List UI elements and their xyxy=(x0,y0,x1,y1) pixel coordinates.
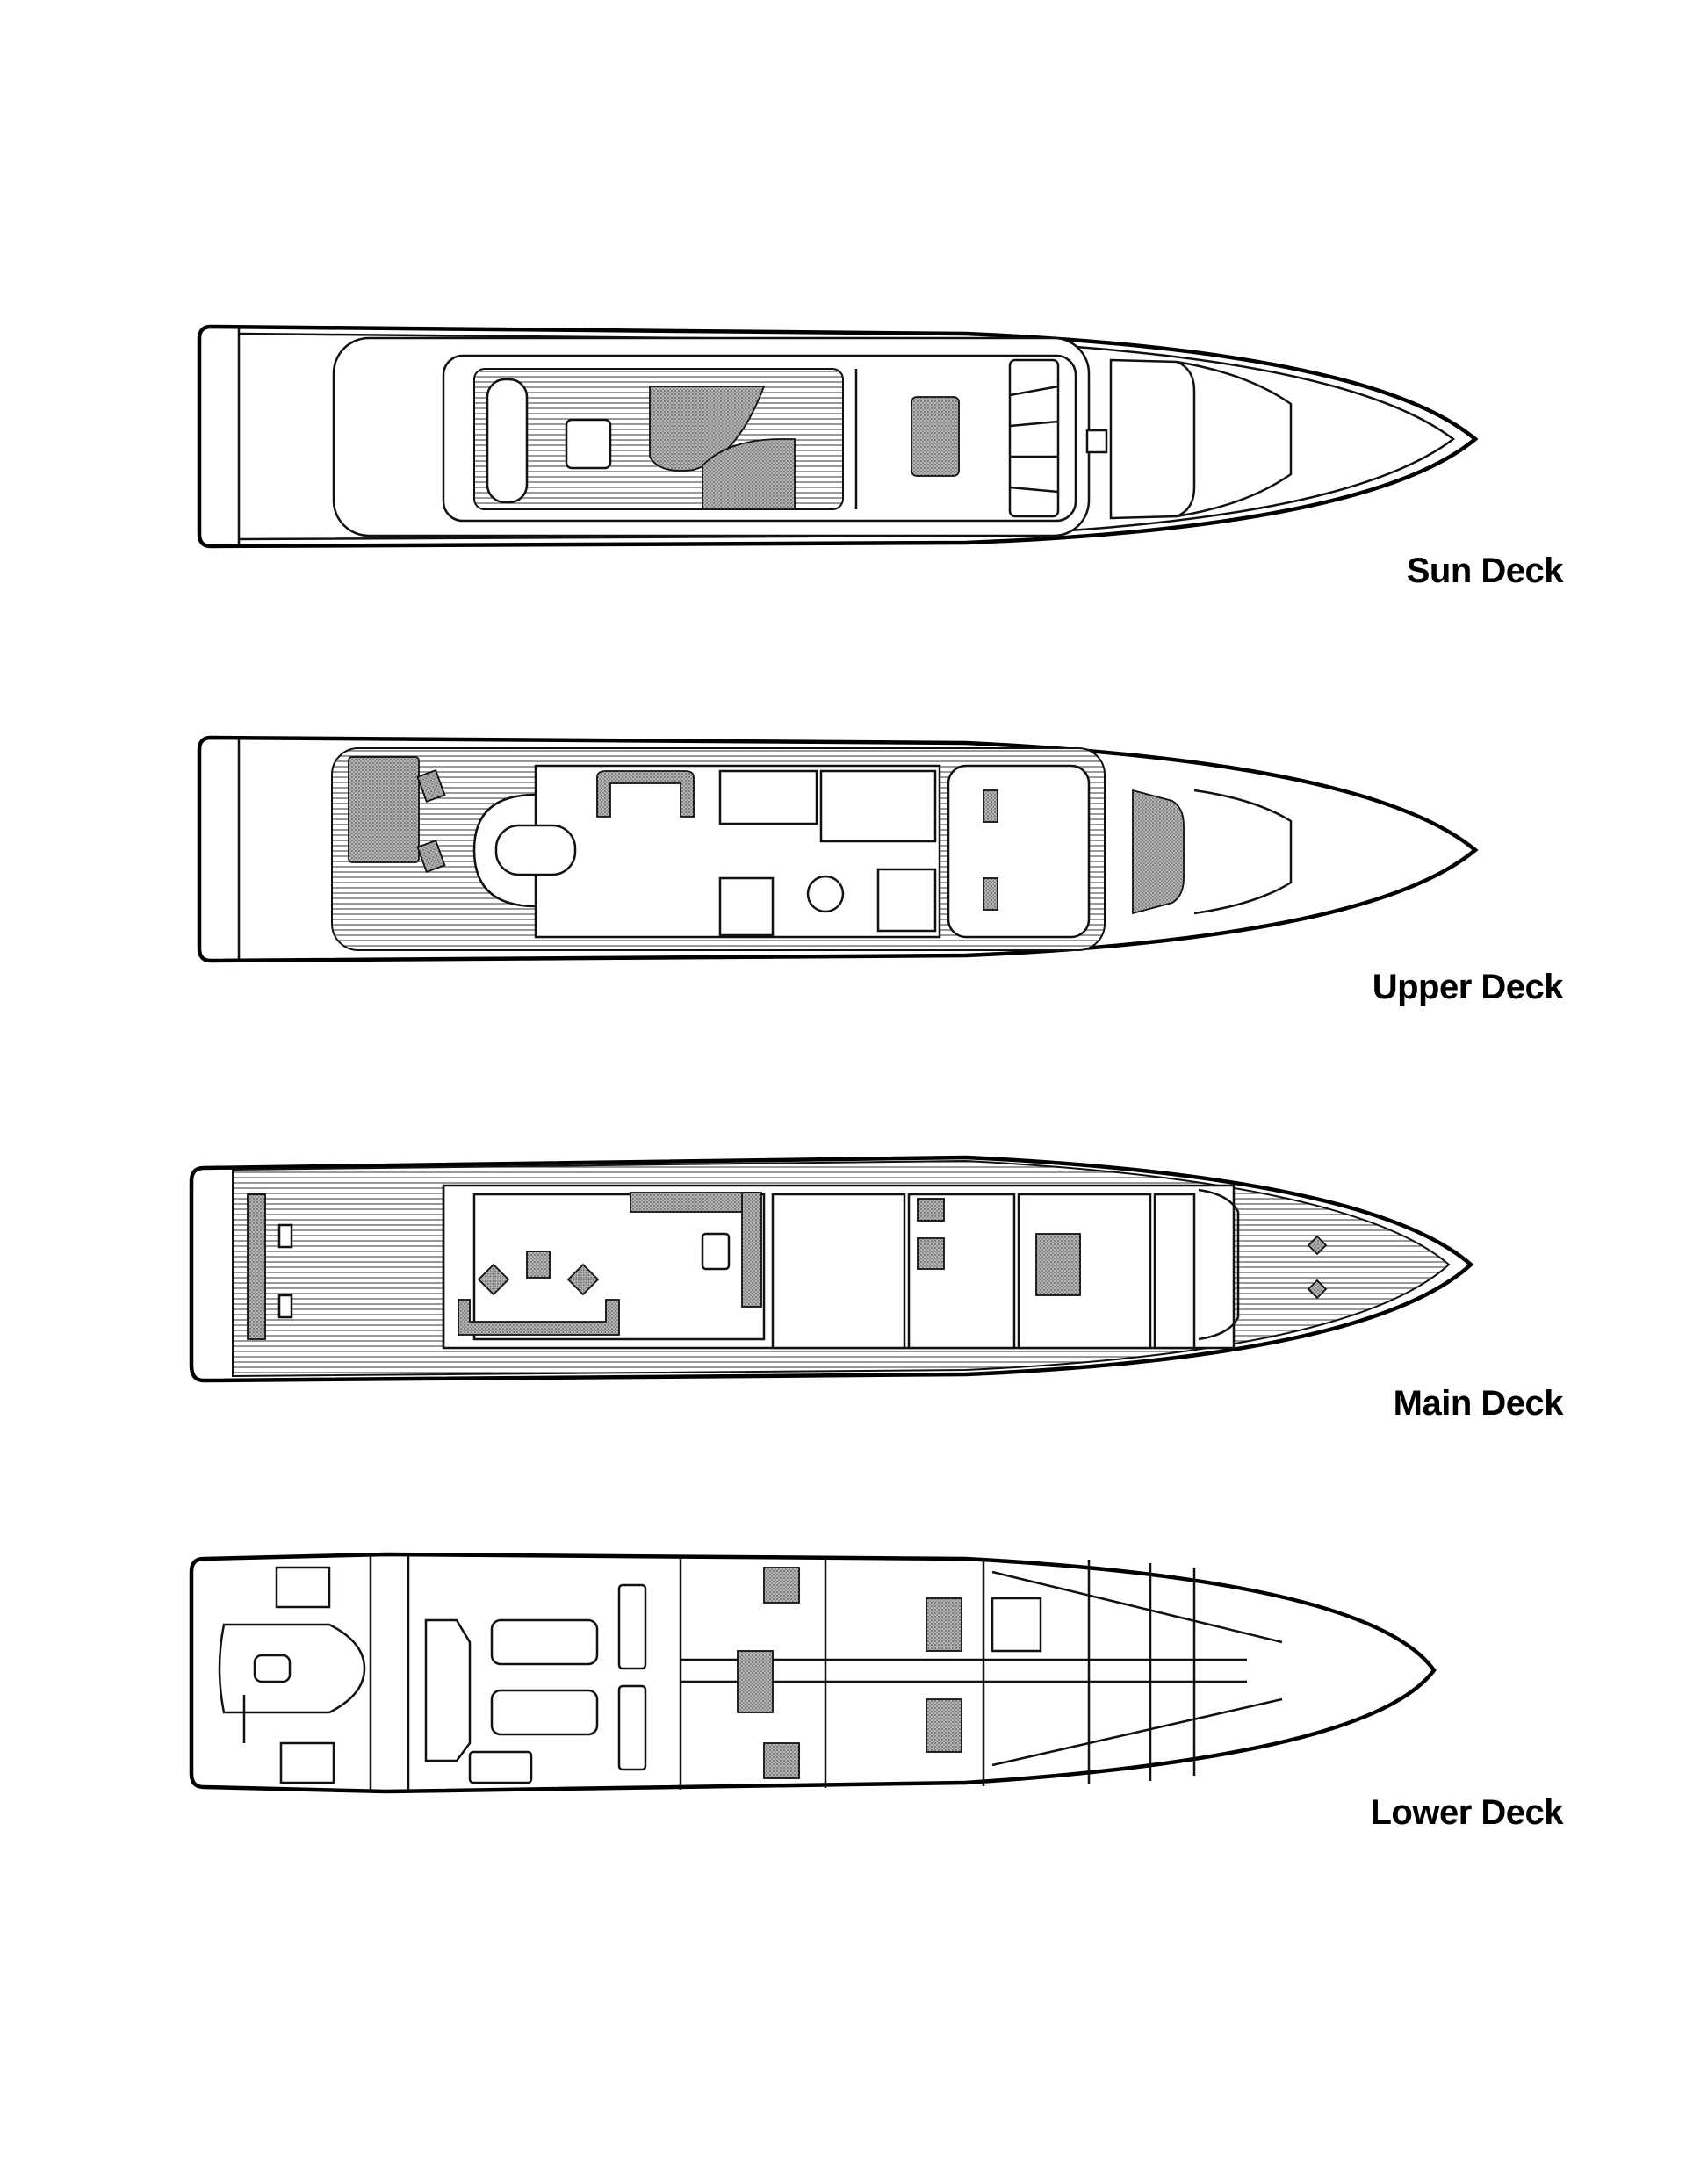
upper-deck-plan xyxy=(197,735,1479,963)
sun-deck-plan xyxy=(197,324,1479,549)
deck-label-upper: Upper Deck xyxy=(1372,968,1564,1006)
deck-label-sun: Sun Deck xyxy=(1406,551,1564,590)
deck-label-main: Main Deck xyxy=(1393,1384,1564,1423)
lower-deck-plan xyxy=(189,1552,1437,1794)
main-deck-plan xyxy=(189,1155,1474,1383)
deck-label-lower: Lower Deck xyxy=(1370,1793,1563,1832)
